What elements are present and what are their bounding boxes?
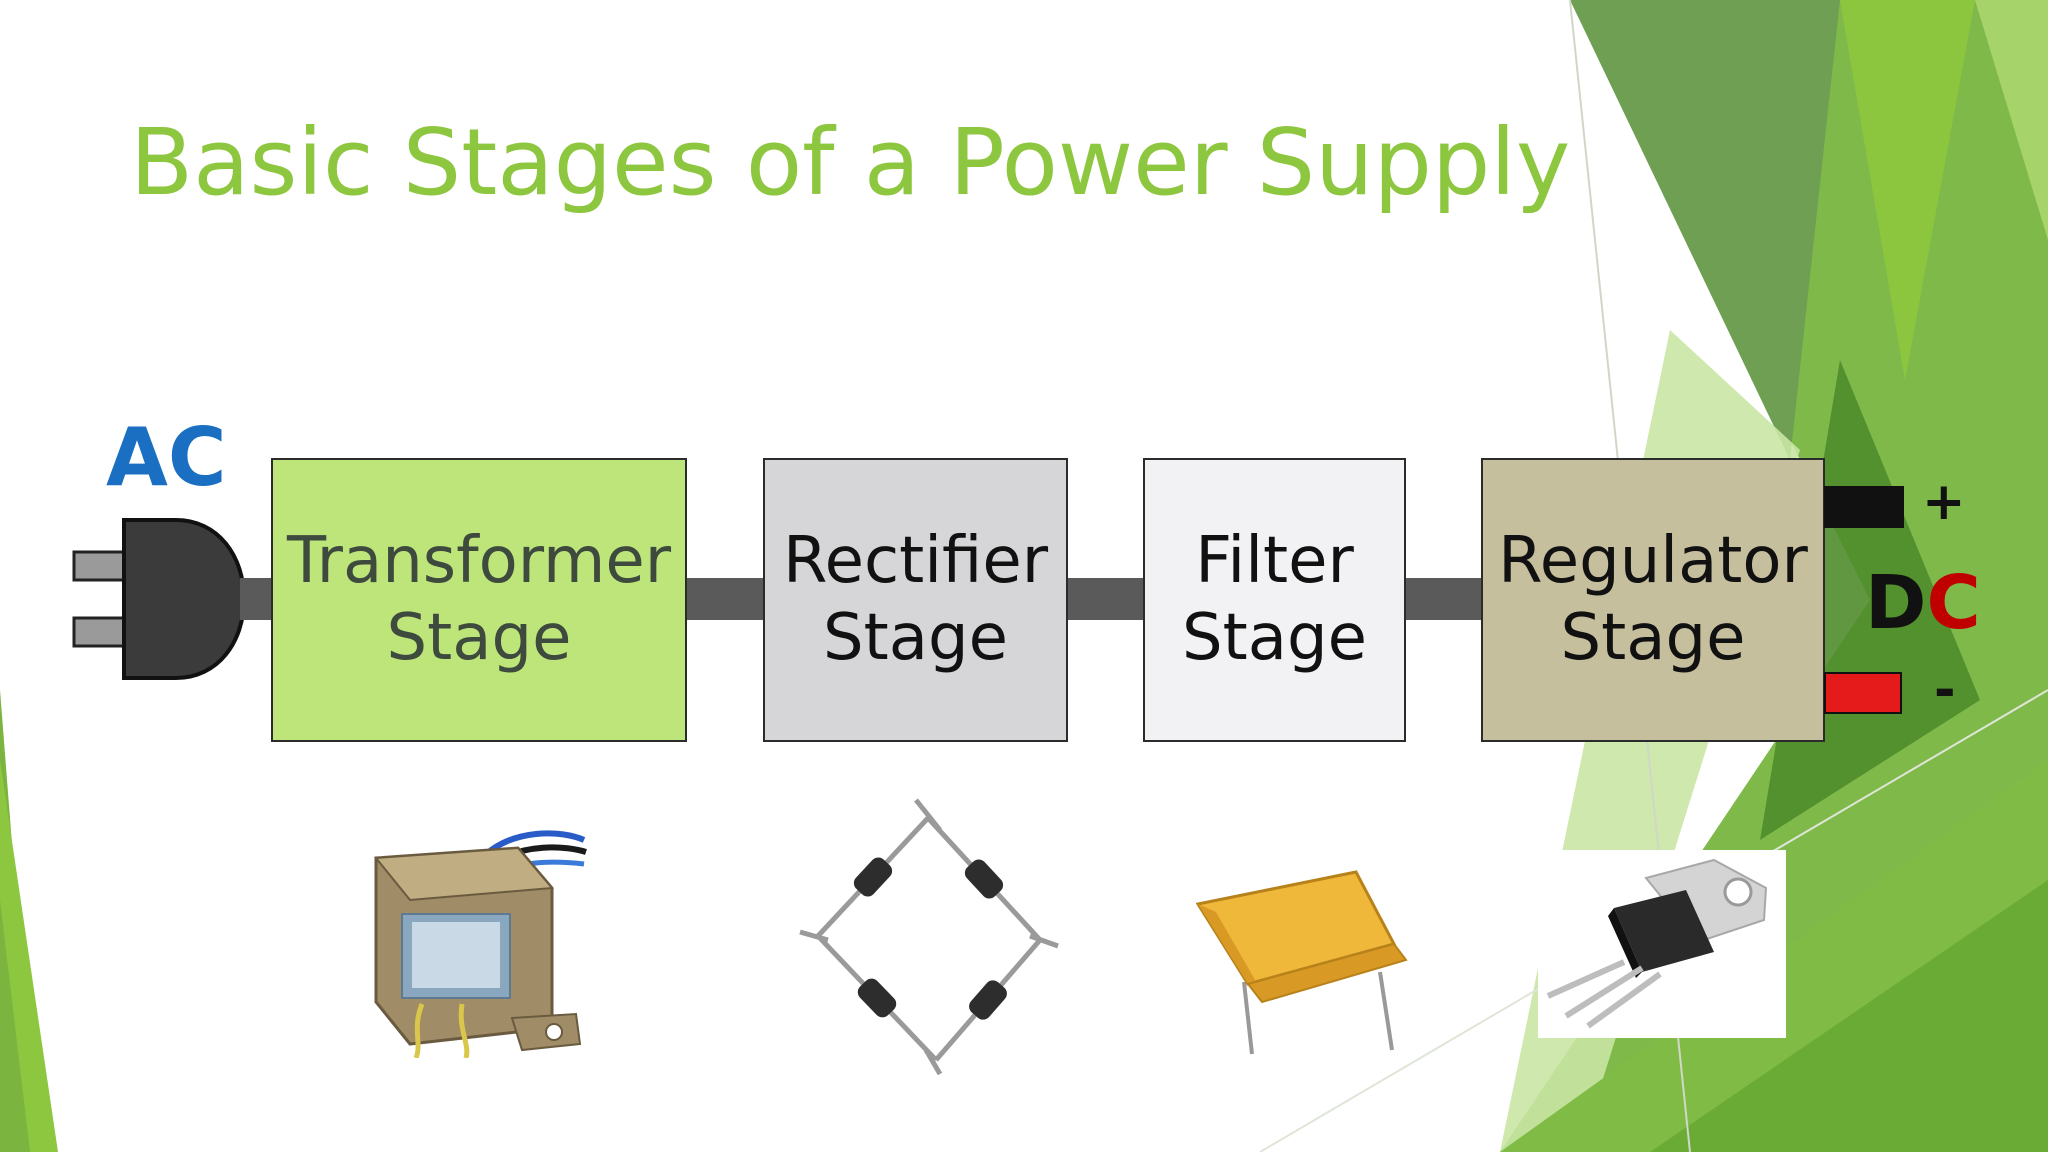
filter-stage-line1: Filter xyxy=(1195,524,1354,599)
regulator-stage-box: Regulator Stage xyxy=(1481,458,1825,742)
filter-stage-line2: Stage xyxy=(1182,601,1367,675)
dc-label-d: D xyxy=(1865,560,1927,646)
regulator-stage-line1: Regulator xyxy=(1498,524,1808,599)
ac-plug-icon xyxy=(72,518,247,680)
dc-plus-sign: + xyxy=(1922,472,1966,532)
dc-minus-sign: - xyxy=(1934,660,1956,720)
transformer-icon xyxy=(374,830,587,1058)
dc-negative-terminal xyxy=(1824,672,1902,714)
regulator-stage-line2: Stage xyxy=(1560,601,1746,675)
dc-label-c: C xyxy=(1926,560,1981,646)
dc-label: DC xyxy=(1865,566,1981,640)
rectifier-stage-line2: Stage xyxy=(823,601,1008,675)
capacitor-icon xyxy=(1196,870,1408,1055)
slide-title: Basic Stages of a Power Supply xyxy=(130,109,1571,216)
wire-transformer-rectifier xyxy=(686,578,766,620)
wire-filter-regulator xyxy=(1405,578,1482,620)
rectifier-stage-box: Rectifier Stage xyxy=(763,458,1068,742)
transformer-stage-box: Transformer Stage xyxy=(271,458,687,742)
filter-stage-box: Filter Stage xyxy=(1143,458,1406,742)
transformer-stage-line1: Transformer xyxy=(286,524,672,599)
dc-positive-terminal xyxy=(1824,486,1904,528)
wire-plug-transformer xyxy=(240,578,274,620)
rectifier-stage-line1: Rectifier xyxy=(782,524,1049,599)
transformer-stage-line2: Stage xyxy=(386,601,572,675)
wire-rectifier-filter xyxy=(1066,578,1146,620)
ac-label: AC xyxy=(106,411,227,504)
voltage-regulator-icon xyxy=(1538,850,1786,1038)
bridge-rectifier-icon xyxy=(799,798,1059,1076)
